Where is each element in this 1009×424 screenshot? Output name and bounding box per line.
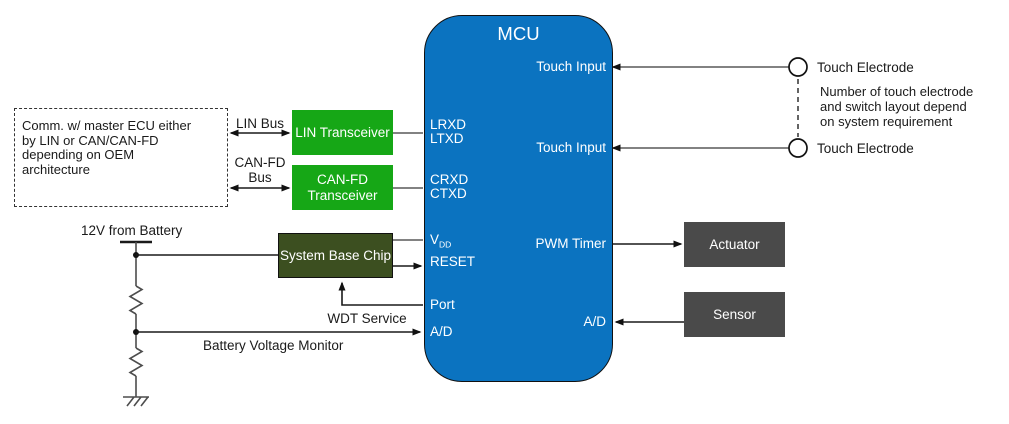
pin-port: Port <box>430 297 455 312</box>
pin-crxd: CRXD <box>430 172 469 187</box>
ecu-note-line: architecture <box>22 161 90 177</box>
can-fd-transceiver-label: CAN-FD Transceiver <box>307 171 378 203</box>
mcu-title: MCU <box>497 23 540 44</box>
pin-ctxd: CTXD <box>430 186 467 201</box>
can-fd-transceiver-block: CAN-FD Transceiver <box>292 165 393 210</box>
pin-touch-input-top: Touch Input <box>536 59 606 74</box>
pin-pwm-timer: PWM Timer <box>535 236 607 251</box>
sensor-label: Sensor <box>713 306 756 322</box>
battery-voltage-monitor-label: Battery Voltage Monitor <box>203 338 344 353</box>
pin-lrxd: LRXD <box>430 117 467 132</box>
junction-dot-top <box>133 252 139 258</box>
lin-bus-label: LIN Bus <box>235 116 285 131</box>
touch-note-line: and switch layout depend <box>820 99 967 114</box>
actuator-label: Actuator <box>709 236 760 252</box>
touch-electrode-icon-bottom <box>788 138 808 158</box>
touch-note-line: Number of touch electrode <box>820 84 974 99</box>
wdt-service-label: WDT Service <box>327 311 407 326</box>
mcu-block <box>424 15 613 382</box>
pin-ad-left: A/D <box>430 324 453 339</box>
touch-electrode-label-top: Touch Electrode <box>817 60 914 75</box>
touch-note-line: on system requirement <box>820 114 953 129</box>
ground-icon <box>123 396 149 407</box>
touch-electrode-icon-top <box>788 57 808 77</box>
vdd-subscript: DD <box>439 239 452 250</box>
pin-vdd: VDD <box>430 233 451 252</box>
system-base-chip-label: System Base Chip <box>279 247 392 263</box>
lin-transceiver-block: LIN Transceiver <box>292 110 393 155</box>
resistor-icon-bottom <box>128 347 144 377</box>
ecu-note-box <box>14 108 228 207</box>
ecu-note-line: depending on OEM <box>22 147 135 162</box>
battery-label: 12V from Battery <box>81 223 183 238</box>
junction-dot-bottom <box>133 329 139 335</box>
ecu-note-line: Comm. w/ master ECU either <box>22 118 192 133</box>
wdt-service-arrow <box>338 281 423 306</box>
system-base-chip-block: System Base Chip <box>278 233 393 278</box>
touch-note-text: Number of touch electrode and switch lay… <box>820 84 973 129</box>
pin-touch-input-bottom: Touch Input <box>536 140 606 155</box>
sensor-block: Sensor <box>684 292 785 337</box>
pin-ltxd: LTXD <box>430 131 464 146</box>
pin-ad-right: A/D <box>583 314 606 329</box>
lin-transceiver-label: LIN Transceiver <box>295 124 390 140</box>
actuator-block: Actuator <box>684 222 785 267</box>
can-fd-bus-label: CAN-FD Bus <box>234 155 286 185</box>
vdd-base: V <box>430 232 440 247</box>
resistor-icon-top <box>128 285 144 315</box>
ecu-note-line: by LIN or CAN/CAN-FD <box>22 132 159 148</box>
pin-reset: RESET <box>430 254 476 269</box>
ecu-note-text: Comm. w/ master ECU either by LIN or CAN… <box>22 118 226 177</box>
touch-electrode-label-bottom: Touch Electrode <box>817 141 914 156</box>
